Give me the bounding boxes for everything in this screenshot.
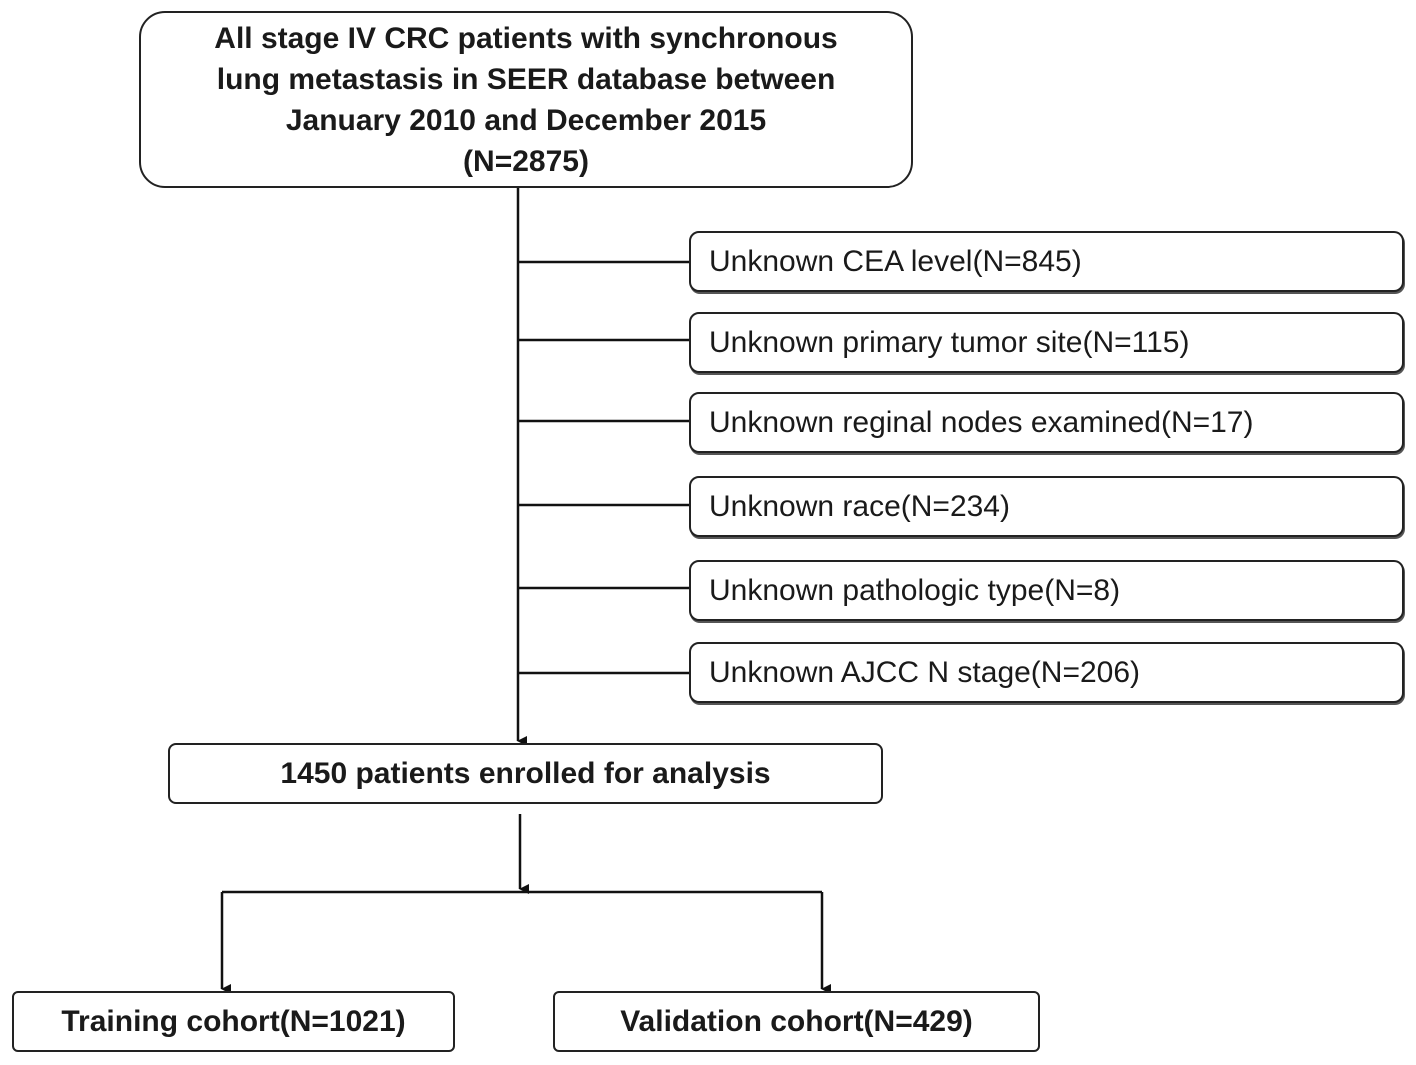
training-cohort-label: Training cohort(N=1021) [61,1004,406,1038]
validation-cohort-box: Validation cohort(N=429) [553,991,1040,1052]
exclusion-label: Unknown pathologic type(N=8) [709,573,1121,607]
exclusion-label: Unknown reginal nodes examined(N=17) [709,405,1254,439]
exclusion-label: Unknown CEA level(N=845) [709,244,1082,278]
source-population-box: All stage IV CRC patients with synchrono… [139,11,913,188]
exclusion-box-ajcc-n-stage: Unknown AJCC N stage(N=206) [689,642,1404,703]
exclusion-box-nodes: Unknown reginal nodes examined(N=17) [689,392,1404,453]
source-line-1: All stage IV CRC patients with synchrono… [214,21,838,55]
enrolled-box: 1450 patients enrolled for analysis [168,743,883,804]
exclusion-box-race: Unknown race(N=234) [689,476,1404,537]
exclusion-label: Unknown race(N=234) [709,489,1010,523]
training-cohort-box: Training cohort(N=1021) [12,991,455,1052]
exclusion-box-pathologic-type: Unknown pathologic type(N=8) [689,560,1404,621]
validation-cohort-label: Validation cohort(N=429) [620,1004,973,1038]
source-line-3: January 2010 and December 2015 [285,103,767,137]
source-line-4: (N=2875) [463,144,589,178]
exclusion-box-primary-site: Unknown primary tumor site(N=115) [689,312,1404,373]
exclusion-box-cea: Unknown CEA level(N=845) [689,231,1404,292]
exclusion-label: Unknown primary tumor site(N=115) [709,325,1190,359]
enrolled-label: 1450 patients enrolled for analysis [280,756,771,790]
source-line-2: lung metastasis in SEER database between [216,62,836,96]
exclusion-label: Unknown AJCC N stage(N=206) [709,655,1141,689]
